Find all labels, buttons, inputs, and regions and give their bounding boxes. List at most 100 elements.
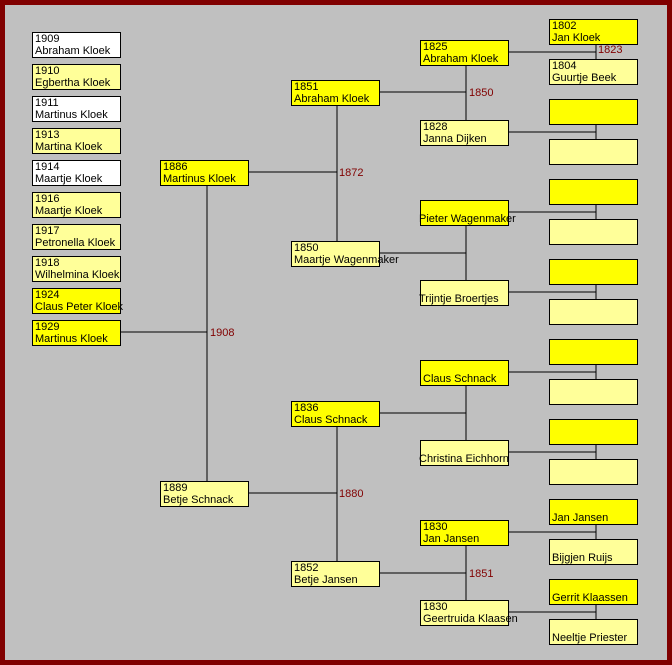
person-year (552, 300, 637, 312)
great-grandparent-box[interactable]: Pieter Wagenmaker (419, 200, 516, 226)
person-year: 1889 (163, 482, 188, 494)
great-grandparent-box[interactable]: Trijntje Broertjes (419, 280, 509, 306)
person-name (552, 352, 637, 364)
person-year: 1802 (552, 20, 577, 32)
gg-grandparent-box[interactable] (549, 459, 638, 485)
great-grandparent-box[interactable]: Christina Eichhorn (419, 440, 509, 466)
person-name: Martinus Kloek (35, 333, 108, 345)
person-year: 1836 (294, 402, 319, 414)
person-name (552, 432, 637, 444)
person-year: 1830 (423, 601, 448, 613)
person-year (552, 260, 637, 272)
person-year (552, 540, 637, 552)
person-name: Betje Schnack (163, 494, 234, 506)
connector-lines (120, 44, 597, 619)
person-year (423, 201, 508, 213)
person-year: 1825 (423, 41, 448, 53)
person-year: 1917 (35, 225, 60, 237)
person-year (552, 500, 637, 512)
person-name: Guurtje Beek (552, 72, 617, 84)
person-name: Abraham Kloek (423, 53, 499, 65)
person-name: Petronella Kloek (35, 237, 116, 249)
gg-grandparent-box[interactable] (549, 339, 638, 365)
person-year (552, 340, 637, 352)
person-year (552, 140, 637, 152)
marriage-year: 1880 (339, 488, 364, 500)
person-name: Claus Schnack (423, 373, 497, 385)
person-name: Neeltje Priester (552, 632, 628, 644)
person-year: 1911 (35, 97, 59, 109)
person-name: Martinus Kloek (163, 173, 236, 185)
person-year: 1918 (35, 257, 60, 269)
person-year: 1924 (35, 289, 60, 301)
person-year (552, 620, 637, 632)
person-name (552, 232, 637, 244)
person-year (552, 460, 637, 472)
gg-grandparent-box[interactable] (549, 219, 638, 245)
person-year: 1913 (35, 129, 60, 141)
person-year: 1886 (163, 161, 188, 173)
person-name: Martinus Kloek (35, 109, 108, 121)
gg-grandparent-box[interactable] (549, 259, 638, 285)
person-name: Betje Jansen (294, 574, 358, 586)
person-year (552, 380, 637, 392)
person-name: Egbertha Kloek (35, 77, 111, 89)
person-name (552, 392, 637, 404)
person-year: 1916 (35, 193, 60, 205)
person-name (552, 472, 637, 484)
great-grandparent-box[interactable]: Claus Schnack (420, 360, 509, 386)
gg-grandparent-box[interactable]: Gerrit Klaassen (549, 579, 638, 605)
person-name (552, 192, 637, 204)
gg-grandparent-box[interactable] (549, 179, 638, 205)
person-name: Maartje Kloek (35, 173, 103, 185)
gg-grandparent-box[interactable]: Jan Jansen (549, 499, 638, 525)
person-name: Abraham Kloek (35, 45, 111, 57)
gg-grandparent-box[interactable] (549, 139, 638, 165)
person-name: Geertruida Klaasen (423, 613, 518, 625)
person-year: 1910 (35, 65, 60, 77)
person-name: Christina Eichhorn (419, 453, 509, 465)
person-name (552, 272, 637, 284)
person-year (423, 281, 508, 293)
gg-grandparent-box[interactable]: Neeltje Priester (549, 619, 638, 645)
person-name: Gerrit Klaassen (552, 592, 628, 604)
gg-grandparent-box[interactable]: Bijgjen Ruijs (549, 539, 638, 565)
gg-grandparent-box[interactable] (549, 99, 638, 125)
marriage-year: 1823 (598, 44, 623, 56)
person-name: Wilhelmina Kloek (35, 269, 120, 281)
gg-grandparent-box[interactable] (549, 299, 638, 325)
person-year: 1830 (423, 521, 448, 533)
gg-grandparent-box[interactable] (549, 379, 638, 405)
gg-grandparent-box[interactable] (549, 419, 638, 445)
person-name: Abraham Kloek (294, 93, 370, 105)
person-name: Pieter Wagenmaker (419, 213, 516, 225)
marriage-year: 1872 (339, 167, 364, 179)
person-name: Maartje Wagenmaker (294, 254, 399, 266)
person-year (552, 100, 637, 112)
person-name: Janna Dijken (423, 133, 487, 145)
person-year: 1851 (294, 81, 319, 93)
person-name: Martina Kloek (35, 141, 103, 153)
